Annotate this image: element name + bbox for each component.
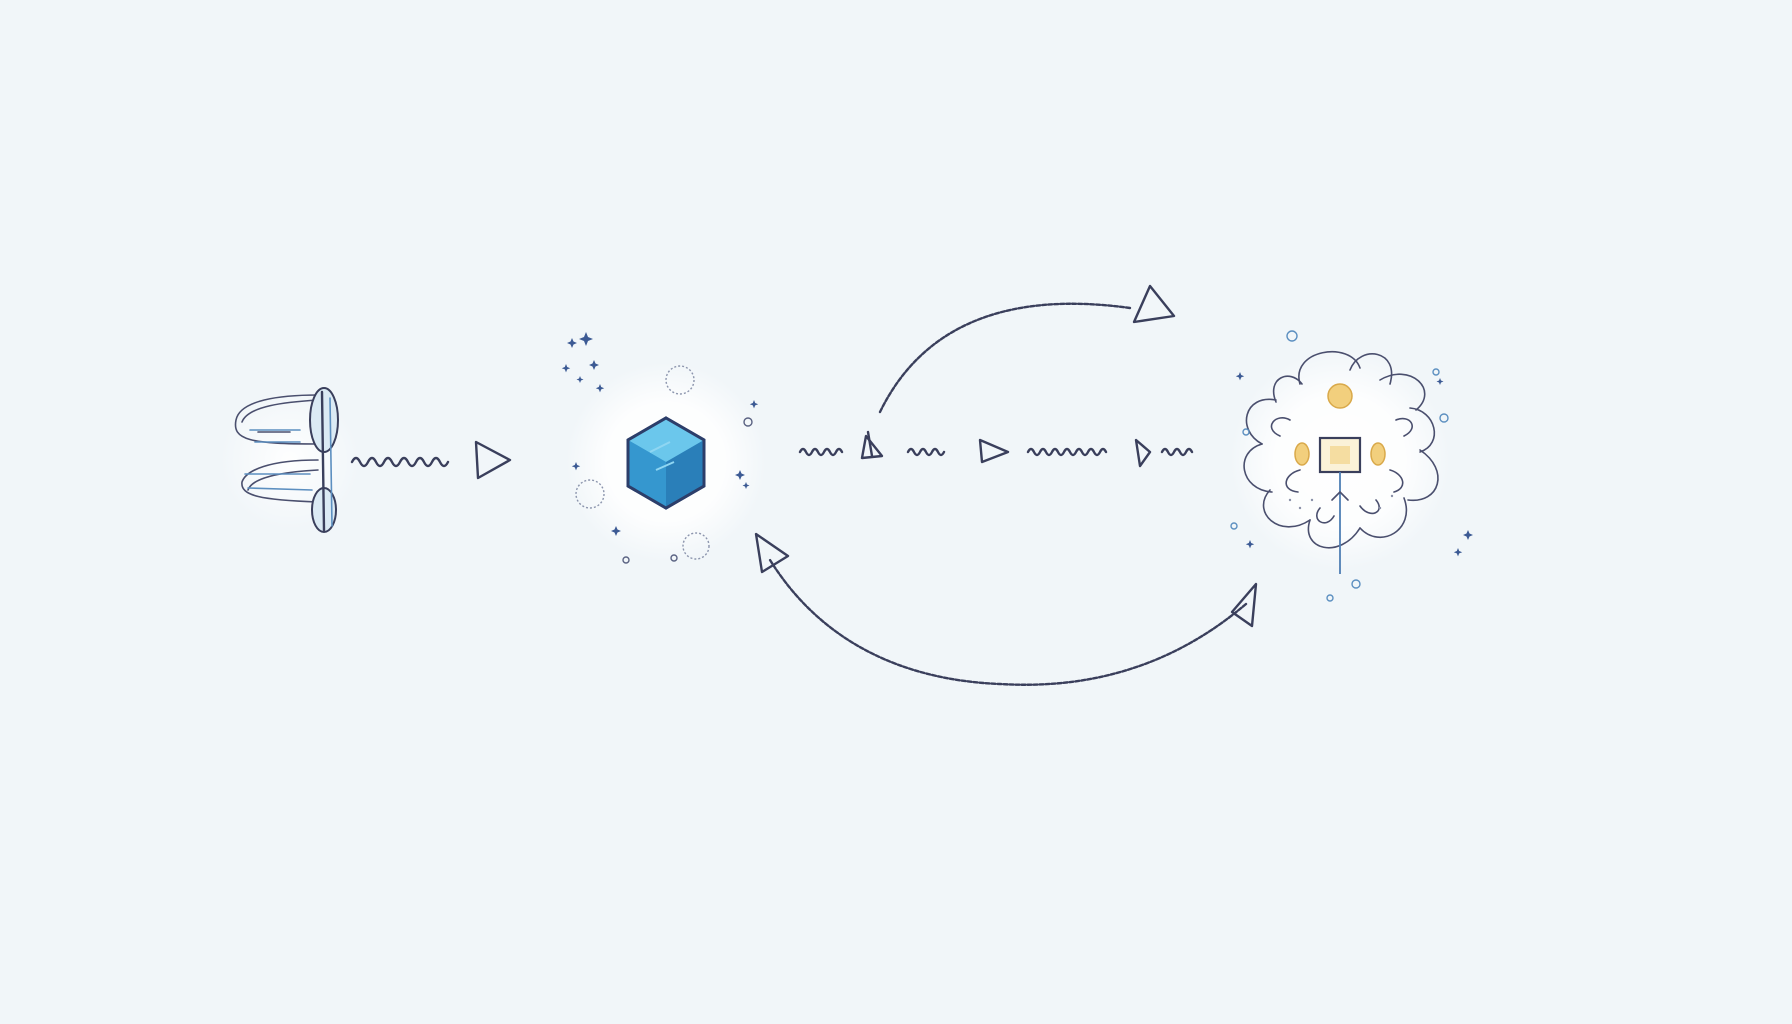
cube-icon [566,362,766,562]
edge-destination-to-hub-bottom-arc [754,532,1258,686]
hub-sparkles [561,332,759,564]
edge-source-to-hub [350,440,512,480]
cloud-network-icon [1230,350,1450,574]
spool-icon [220,387,360,533]
edge-hub-to-destination-middle [798,430,1194,468]
edge-hub-to-destination-top-arc [878,284,1176,414]
destination-sparkles [1230,330,1473,602]
